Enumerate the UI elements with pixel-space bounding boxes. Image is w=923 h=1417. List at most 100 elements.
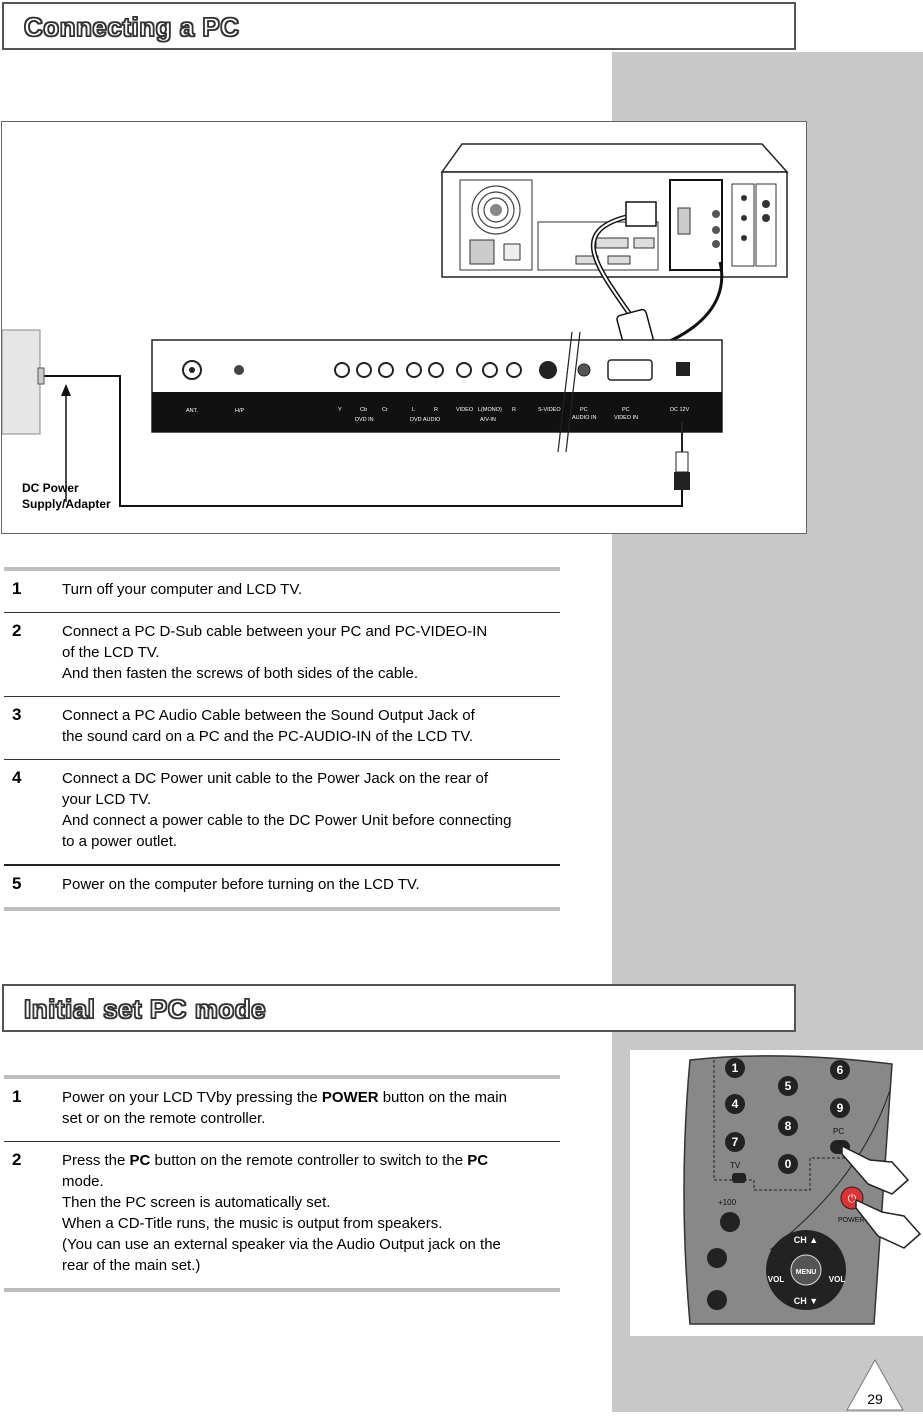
- remote-button-0: 0: [785, 1157, 792, 1171]
- remote-illustration: 1 5 6 4 8 9 7 0 PC TV +100 POWER ⏻ MENU …: [630, 1050, 923, 1336]
- step-text-line: Connect a PC D-Sub cable between your PC…: [62, 623, 488, 640]
- label-pc-audio-2: AUDIO IN: [572, 415, 596, 421]
- power-icon: ⏻: [848, 1193, 857, 1205]
- label-dvd-in: DVD IN: [355, 417, 374, 423]
- step-text-line: Power on the computer before turning on …: [62, 876, 420, 893]
- step-text-line: the sound card on a PC and the PC-AUDIO-…: [62, 728, 474, 745]
- step-number: 1: [12, 579, 22, 598]
- step-text-line: of the LCD TV.: [62, 644, 160, 661]
- step-number: 1: [12, 1087, 22, 1106]
- remote-button-6: 6: [837, 1063, 844, 1077]
- step-item: 1 Power on your LCD TVby pressing the POW…: [4, 1079, 560, 1141]
- remote-button-7: 7: [732, 1135, 739, 1149]
- step-item: 2 Press the PC button on the remote contr…: [4, 1142, 560, 1288]
- step-text-line: And then fasten the screws of both sides…: [62, 665, 419, 682]
- label-y: Y: [338, 407, 342, 413]
- tv-rear-panel: ANT. H/P Y Cb Cr DVD IN L R DVD AUDIO VI…: [151, 331, 723, 453]
- callout-line-2: Supply/Adapter: [22, 497, 111, 511]
- remote-vol-left-label: VOL: [768, 1275, 785, 1284]
- remote-vol-right-label: VOL: [829, 1275, 846, 1284]
- callout-line-1: DC Power: [22, 481, 79, 495]
- section-title: Connecting a PC: [23, 11, 240, 43]
- label-pc-audio-1: PC: [580, 407, 588, 413]
- step-text-part: Power on your LCD TVby pressing the: [62, 1089, 322, 1106]
- step-text-line: And connect a power cable to the DC Powe…: [62, 812, 512, 829]
- label-r: R: [434, 407, 438, 413]
- section-header-initial-set-pc-mode: Initial set PC mode: [2, 984, 796, 1032]
- label-cr: Cr: [382, 407, 388, 413]
- step-text-part: button on the main: [378, 1089, 507, 1106]
- step-text-line: rear of the main set.): [62, 1257, 201, 1274]
- pc-cables: [585, 201, 724, 364]
- step-number: 4: [12, 768, 22, 787]
- hand-pointer-icon: [841, 1144, 910, 1195]
- step-item: 4 Connect a DC Power unit cable to the Po…: [4, 760, 560, 864]
- step-number: 2: [12, 1150, 22, 1169]
- step-number: 3: [12, 705, 22, 724]
- step-number: 2: [12, 621, 22, 640]
- section-rule: [4, 1288, 560, 1292]
- step-text: Power on the computer before turning on …: [62, 874, 560, 895]
- step-text-line: set or on the remote controller.: [62, 1110, 266, 1127]
- label-svideo: S-VIDEO: [538, 407, 561, 413]
- step-text-line: your LCD TV.: [62, 791, 152, 808]
- step-text-line: Then the PC screen is automatically set.: [62, 1194, 331, 1211]
- remote-tv-label: TV: [730, 1161, 741, 1170]
- step-divider: [4, 696, 560, 697]
- step-divider: [4, 612, 560, 613]
- label-dvd-audio: DVD AUDIO: [410, 417, 441, 423]
- remote-button-5: 5: [785, 1079, 792, 1093]
- step-text-line: Turn off your computer and LCD TV.: [62, 581, 303, 598]
- section-title: Initial set PC mode: [23, 993, 267, 1025]
- step-text-line: mode.: [62, 1173, 104, 1190]
- remote-button-8: 8: [785, 1119, 792, 1133]
- section-header-connecting-pc: Connecting a PC: [2, 2, 796, 50]
- step-text-line: Connect a DC Power unit cable to the Pow…: [62, 770, 489, 787]
- label-l: L: [412, 407, 415, 413]
- connection-illustration: ANT. H/P Y Cb Cr DVD IN L R DVD AUDIO VI…: [2, 143, 789, 507]
- label-pc-video-1: PC: [622, 407, 630, 413]
- remote-button-9: 9: [837, 1101, 844, 1115]
- remote-button-1: 1: [732, 1061, 739, 1075]
- step-text-line: Connect a PC Audio Cable between the Sou…: [62, 707, 475, 724]
- step-text: Connect a PC D-Sub cable between your PC…: [62, 621, 560, 684]
- step-divider: [4, 759, 560, 760]
- step-text-part: button on the remote controller to switc…: [150, 1152, 468, 1169]
- section-rule: [4, 907, 560, 911]
- label-hp: H/P: [235, 408, 245, 414]
- label-lmono: L(MONO): [478, 407, 502, 413]
- remote-pc-label: PC: [833, 1127, 844, 1136]
- remote-button-4: 4: [732, 1097, 739, 1111]
- remote-control: 1 5 6 4 8 9 7 0 PC TV +100 POWER ⏻ MENU …: [683, 1055, 922, 1325]
- hand-pointer-icon: [855, 1198, 922, 1249]
- step-item: 2 Connect a PC D-Sub cable between your P…: [4, 613, 560, 696]
- pc-rear-illustration: [440, 143, 789, 278]
- steps-initial-pc-mode: 1 Power on your LCD TVby pressing the POW…: [4, 1075, 560, 1292]
- step-text-part: Press the: [62, 1152, 130, 1169]
- step-text: Press the PC button on the remote contro…: [62, 1150, 560, 1276]
- remote-menu-label: MENU: [796, 1269, 817, 1276]
- step-text-line: (You can use an external speaker via the…: [62, 1236, 501, 1253]
- label-pc-video-2: VIDEO IN: [614, 415, 638, 421]
- dc-power-callout: DC Power Supply/Adapter: [22, 480, 111, 512]
- step-text-bold: POWER: [321, 1089, 379, 1106]
- section-rule: [4, 567, 560, 571]
- label-cb: Cb: [360, 407, 367, 413]
- step-number: 5: [12, 874, 22, 893]
- page-number-badge: 29: [845, 1358, 905, 1417]
- step-text: Turn off your computer and LCD TV.: [62, 579, 560, 600]
- step-text: Connect a DC Power unit cable to the Pow…: [62, 768, 560, 852]
- step-item: 3 Connect a PC Audio Cable between the So…: [4, 697, 560, 759]
- step-item: 1 Turn off your computer and LCD TV.: [4, 571, 560, 612]
- step-text-line: When a CD-Title runs, the music is outpu…: [62, 1215, 443, 1232]
- remote-ch-up-label: CH ▲: [794, 1235, 818, 1245]
- step-divider: [4, 1141, 560, 1142]
- remote-ch-down-label: CH ▼: [794, 1296, 818, 1306]
- page-number: 29: [867, 1391, 883, 1407]
- step-item: 5 Power on the computer before turning on…: [4, 866, 560, 907]
- label-r2: R: [512, 407, 516, 413]
- label-ant: ANT.: [186, 408, 198, 414]
- step-text: Connect a PC Audio Cable between the Sou…: [62, 705, 560, 747]
- label-dc12: DC 12V: [670, 407, 690, 413]
